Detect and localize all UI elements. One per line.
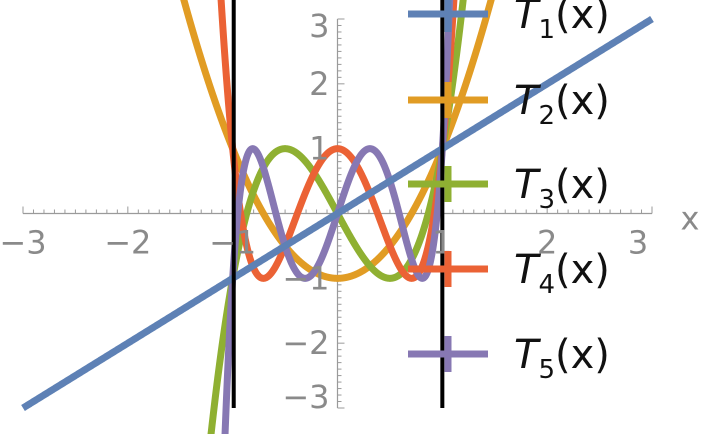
legend-item-5: T5(x) xyxy=(408,332,610,385)
legend-item-4: T4(x) xyxy=(408,247,610,300)
legend-item-2: T2(x) xyxy=(408,78,610,131)
y-tick-label: 2 xyxy=(309,65,329,103)
legend-item-3: T3(x) xyxy=(408,162,610,215)
y-tick-label: 3 xyxy=(309,7,329,45)
y-tick-label: −1 xyxy=(282,259,329,297)
legend-item-1: T1(x) xyxy=(408,0,610,45)
legend-label: T2(x) xyxy=(514,78,610,131)
x-axis-label: x xyxy=(681,200,700,238)
x-tick-label: 3 xyxy=(628,224,648,262)
x-tick-label: −3 xyxy=(0,224,47,262)
curves xyxy=(19,0,656,434)
x-tick-label: −2 xyxy=(104,224,151,262)
y-tick-label: −3 xyxy=(282,378,329,416)
legend-label: T4(x) xyxy=(514,247,610,300)
x-tick-label: −1 xyxy=(209,224,256,262)
legend-label: T3(x) xyxy=(514,162,610,215)
legend: T1(x) T2(x) T3(x) T4(x) T5(x) xyxy=(408,0,610,385)
x-tick-label: 2 xyxy=(537,224,557,262)
legend-label: T1(x) xyxy=(514,0,610,45)
y-tick-label: 1 xyxy=(309,130,329,168)
vertical-lines xyxy=(231,0,445,408)
series-line-t1x xyxy=(19,15,656,412)
y-tick-label: −2 xyxy=(282,324,329,362)
legend-label: T5(x) xyxy=(514,332,610,385)
